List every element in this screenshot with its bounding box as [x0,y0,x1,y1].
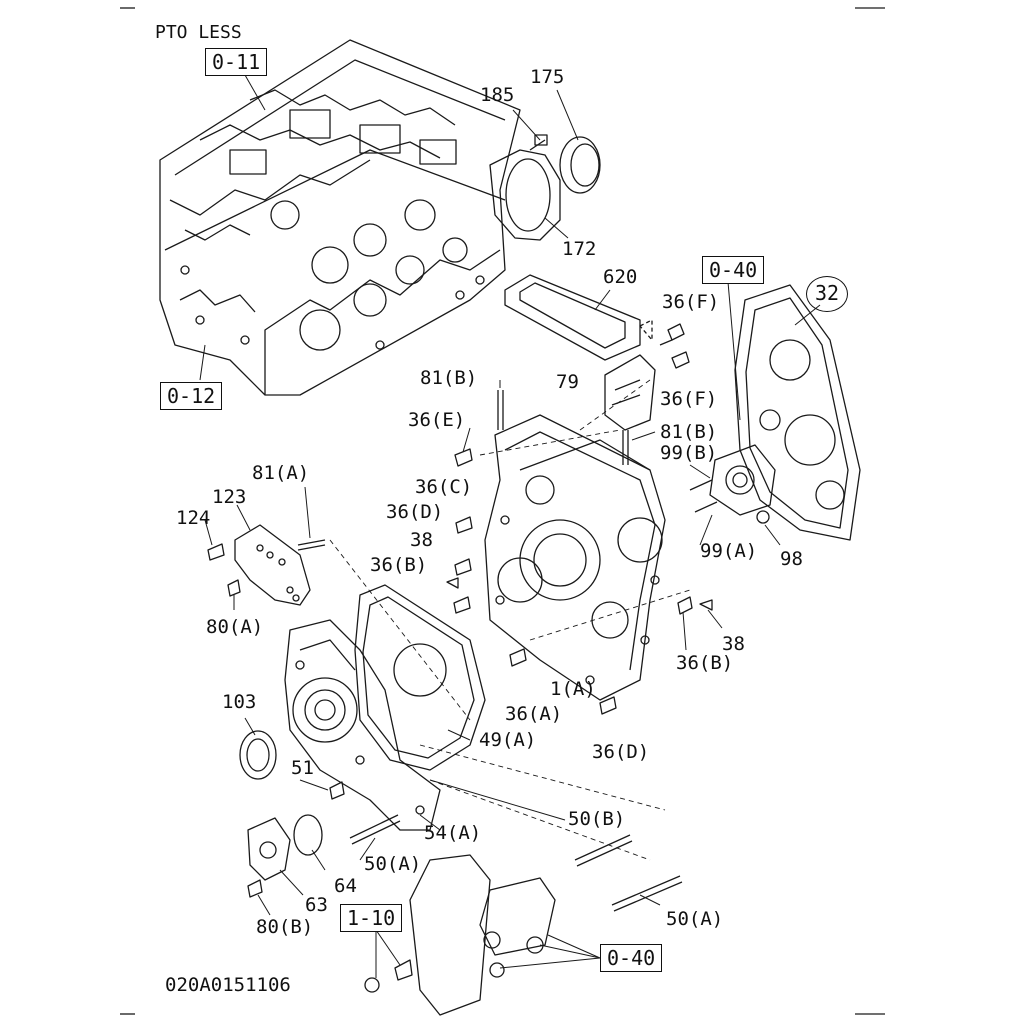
circled-part-32[interactable]: 32 [806,276,848,312]
callout-36d-lower[interactable]: 36(D) [592,741,650,763]
callout-36b-left[interactable]: 36(B) [370,554,428,576]
callout-63[interactable]: 63 [305,894,328,916]
drawing-number: 020A0151106 [165,974,291,996]
callout-98[interactable]: 98 [780,548,803,570]
callout-124[interactable]: 124 [176,507,211,529]
callout-81a[interactable]: 81(A) [252,462,310,484]
callout-81b-right[interactable]: 81(B) [660,421,718,443]
ref-box-rear-cover[interactable]: 0-40 [702,256,765,284]
diagram-title: PTO LESS [155,22,242,43]
callout-620[interactable]: 620 [603,266,638,288]
callout-123[interactable]: 123 [212,486,247,508]
pump-housing-drawing [239,619,441,831]
callout-36b-right[interactable]: 36(B) [676,652,734,674]
callout-175[interactable]: 175 [530,66,565,88]
callout-50a-left[interactable]: 50(A) [364,853,422,875]
injection-pump-drawing [689,444,776,524]
callout-80b[interactable]: 80(B) [256,916,314,938]
callout-81b-left[interactable]: 81(B) [420,367,478,389]
callout-103[interactable]: 103 [222,691,257,713]
callout-80a[interactable]: 80(A) [206,616,264,638]
rear-seal-retainer-drawing [489,134,601,241]
ref-box-block-lower[interactable]: 0-12 [160,382,223,410]
callout-64[interactable]: 64 [334,875,357,897]
callout-50b[interactable]: 50(B) [568,808,626,830]
ref-box-block-head[interactable]: 0-11 [205,48,268,76]
callout-38-left[interactable]: 38 [410,529,433,551]
callout-36f-top[interactable]: 36(F) [662,291,720,313]
callout-54a[interactable]: 54(A) [424,822,482,844]
ref-box-mount-group[interactable]: 1-10 [340,904,403,932]
gear-case-drawing [484,414,666,701]
callout-50a-right[interactable]: 50(A) [666,908,724,930]
callout-36d-upper[interactable]: 36(D) [386,501,444,523]
callout-36e[interactable]: 36(E) [408,409,466,431]
callout-38-right[interactable]: 38 [722,633,745,655]
callout-172[interactable]: 172 [562,238,597,260]
callout-99a[interactable]: 99(A) [700,540,758,562]
callout-185[interactable]: 185 [480,84,515,106]
callout-1a[interactable]: 1(A) [550,678,596,700]
callout-99b[interactable]: 99(B) [660,442,718,464]
callout-36f-mid[interactable]: 36(F) [660,388,718,410]
callout-79[interactable]: 79 [556,371,579,393]
cylinder-block-drawing [159,39,521,396]
callout-36a[interactable]: 36(A) [505,703,563,725]
callout-49a[interactable]: 49(A) [479,729,537,751]
front-cover-drawing [354,584,486,771]
callout-51[interactable]: 51 [291,757,314,779]
callout-36c[interactable]: 36(C) [415,476,473,498]
ref-box-mount-ref[interactable]: 0-40 [600,944,663,972]
